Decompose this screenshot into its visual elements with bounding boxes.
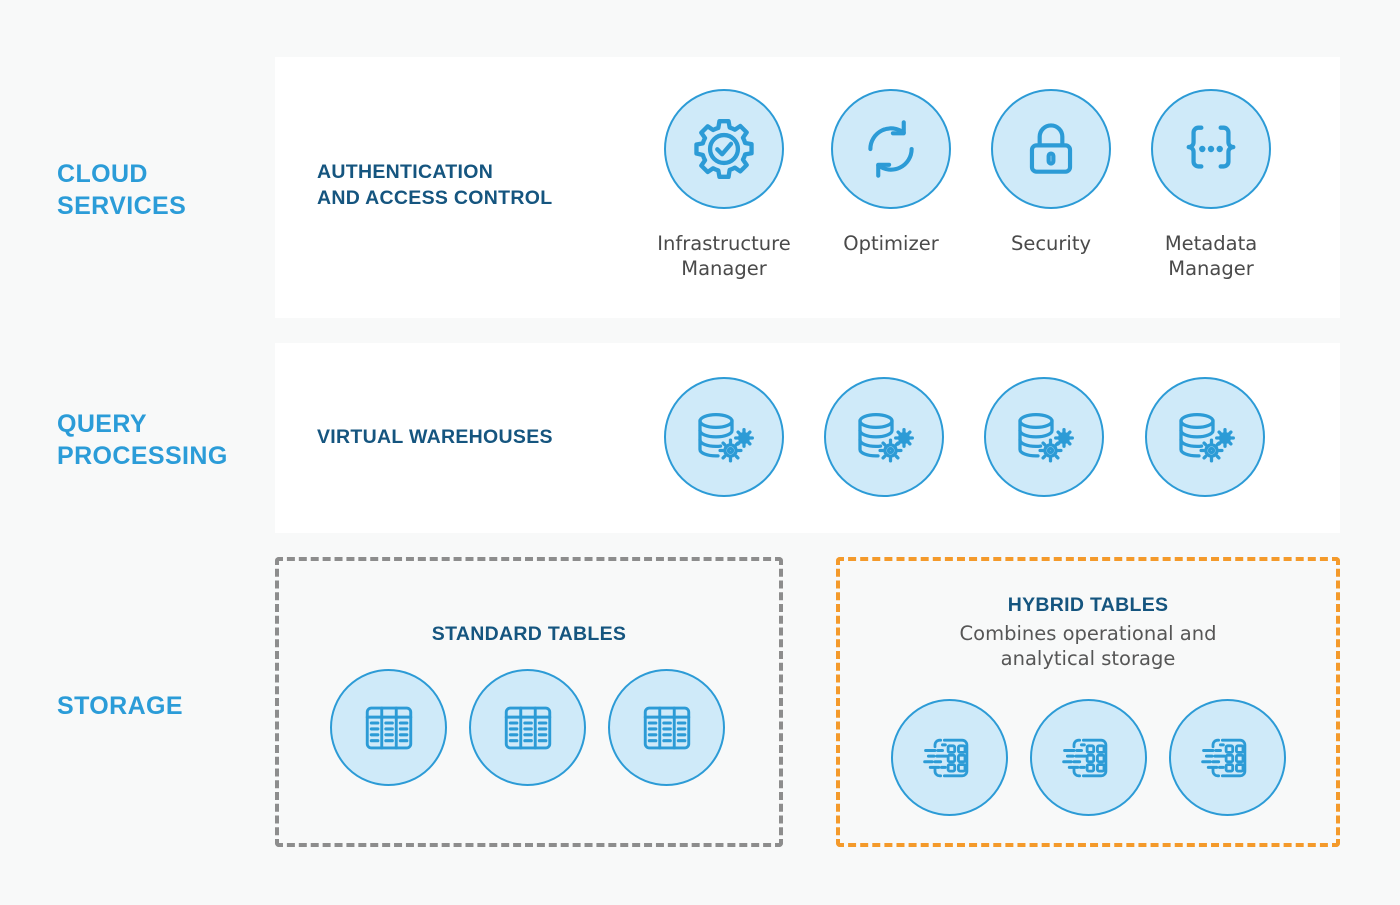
refresh-sync-icon bbox=[861, 119, 921, 179]
table-grid-icon bbox=[499, 699, 557, 757]
padlock-icon bbox=[1022, 120, 1080, 178]
table-grid-icon bbox=[638, 699, 696, 757]
icon-circle-hybrid-table-1[interactable] bbox=[891, 699, 1008, 816]
database-gears-icon bbox=[692, 405, 756, 469]
row-label-storage: STORAGE bbox=[57, 692, 183, 720]
icon-circle-virtual-warehouse-4[interactable] bbox=[1145, 377, 1265, 497]
icon-circle-security[interactable] bbox=[991, 89, 1111, 209]
icon-circle-virtual-warehouse-3[interactable] bbox=[984, 377, 1104, 497]
cloud-services-panel bbox=[275, 57, 1340, 318]
cloud-services-heading: AUTHENTICATION AND ACCESS CONTROL bbox=[317, 161, 553, 209]
icon-caption-metadata-manager: Metadata Manager bbox=[1164, 232, 1258, 280]
icon-circle-virtual-warehouse-1[interactable] bbox=[664, 377, 784, 497]
row-label-cloud-services: CLOUD SERVICES bbox=[57, 160, 187, 220]
standard-tables-title: STANDARD TABLES bbox=[431, 623, 627, 645]
query-processing-heading: VIRTUAL WAREHOUSES bbox=[317, 426, 553, 448]
icon-caption-infrastructure-manager: Infrastructure Manager bbox=[657, 232, 791, 280]
fast-grid-icon bbox=[1059, 728, 1119, 788]
hybrid-tables-box: HYBRID TABLES Combines operational and a… bbox=[836, 557, 1340, 847]
icon-circle-virtual-warehouse-2[interactable] bbox=[824, 377, 944, 497]
icon-caption-optimizer: Optimizer bbox=[843, 232, 939, 255]
database-gears-icon bbox=[1173, 405, 1237, 469]
icon-circle-hybrid-table-3[interactable] bbox=[1169, 699, 1286, 816]
icon-circle-standard-table-2[interactable] bbox=[469, 669, 586, 786]
fast-grid-icon bbox=[920, 728, 980, 788]
database-gears-icon bbox=[1012, 405, 1076, 469]
row-label-query-processing: QUERY PROCESSING bbox=[57, 410, 228, 470]
table-grid-icon bbox=[360, 699, 418, 757]
hybrid-tables-subtitle: Combines operational and analytical stor… bbox=[959, 622, 1217, 671]
icon-circle-hybrid-table-2[interactable] bbox=[1030, 699, 1147, 816]
icon-circle-metadata-manager[interactable] bbox=[1151, 89, 1271, 209]
icon-circle-standard-table-3[interactable] bbox=[608, 669, 725, 786]
fast-grid-icon bbox=[1198, 728, 1258, 788]
icon-circle-standard-table-1[interactable] bbox=[330, 669, 447, 786]
curly-braces-dots-icon bbox=[1180, 118, 1242, 180]
standard-tables-box: STANDARD TABLES bbox=[275, 557, 783, 847]
icon-caption-security: Security bbox=[1010, 232, 1092, 255]
icon-circle-infrastructure-manager[interactable] bbox=[664, 89, 784, 209]
hybrid-tables-title: HYBRID TABLES bbox=[1007, 594, 1169, 616]
icon-circle-optimizer[interactable] bbox=[831, 89, 951, 209]
gear-check-icon bbox=[691, 116, 757, 182]
database-gears-icon bbox=[852, 405, 916, 469]
